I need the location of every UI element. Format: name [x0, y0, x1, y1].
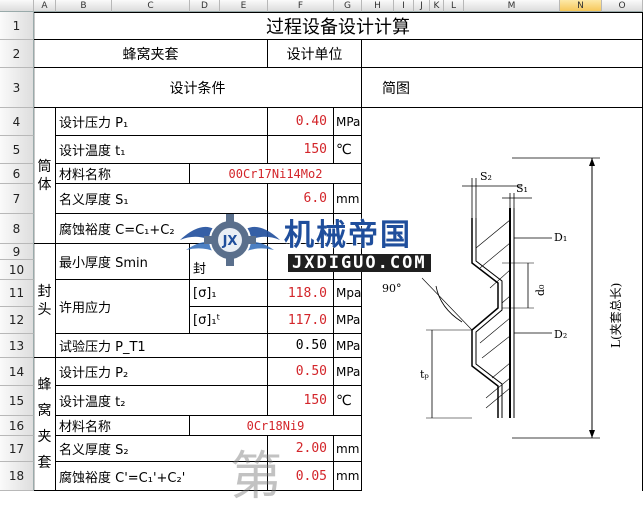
col-header-h[interactable]: H: [362, 0, 394, 12]
s2-unit: mm: [334, 436, 362, 462]
row-header-15[interactable]: 15: [0, 386, 34, 416]
t2-unit: ℃: [334, 386, 362, 416]
sig1-unit: Mpa: [334, 280, 362, 307]
smin-label: 最小厚度 Smin: [56, 244, 190, 280]
s2-label: 名义厚度 S₂: [56, 436, 268, 462]
c2-label: 腐蚀裕度 C'=C₁'+C₂': [56, 462, 268, 491]
design-conditions-header[interactable]: 设计条件: [34, 68, 362, 108]
p1-label: 设计压力 P₁: [56, 108, 268, 136]
sketch-area: S₂ S₁ D₁ D₂ d₀ 90° tₚ L(夹套总长): [362, 108, 643, 491]
col-header-g[interactable]: G: [334, 0, 362, 12]
dim-s2-label: S₂: [480, 170, 492, 183]
s1-unit: mm: [334, 184, 362, 214]
col-header-e[interactable]: E: [220, 0, 268, 12]
group-jacket-label: 蜂窝夹套: [34, 358, 56, 491]
p1-value[interactable]: 0.40: [268, 108, 334, 136]
row-header-16[interactable]: 16: [0, 416, 34, 436]
p2-label: 设计压力 P₂: [56, 358, 268, 386]
p2-value[interactable]: 0.50: [268, 358, 334, 386]
t1-label: 设计温度 t₁: [56, 136, 268, 164]
c2-unit: mm: [334, 462, 362, 491]
sig1t-unit: MPa: [334, 307, 362, 334]
sketch-header[interactable]: 简图: [362, 68, 643, 108]
pt1-unit: MPa: [334, 334, 362, 358]
s1-value[interactable]: 6.0: [268, 184, 334, 214]
dim-d2-label: D₂: [554, 328, 567, 341]
row-header-2[interactable]: 2: [0, 40, 34, 68]
row-header-13[interactable]: 13: [0, 334, 34, 358]
row-header-10[interactable]: 10: [0, 260, 34, 280]
dim-angle-label: 90°: [382, 282, 402, 295]
smin-unit: [334, 244, 362, 280]
dim-s1-label: S₁: [516, 182, 528, 195]
mat2-label: 材料名称: [56, 416, 190, 436]
row-header-6[interactable]: 6: [0, 164, 34, 184]
row-header-11[interactable]: 11: [0, 280, 34, 307]
col-header-l[interactable]: L: [444, 0, 464, 12]
mat2-value[interactable]: 0Cr18Ni9: [190, 416, 362, 436]
sig1-label: [σ]₁: [190, 280, 268, 307]
corner-select-all[interactable]: [0, 0, 34, 12]
row-header-12[interactable]: 12: [0, 307, 34, 334]
row-header-9[interactable]: 9: [0, 244, 34, 260]
dim-d0-label: d₀: [534, 284, 547, 296]
row-header-4[interactable]: 4: [0, 108, 34, 136]
col-header-m[interactable]: M: [464, 0, 560, 12]
t1-value[interactable]: 150: [268, 136, 334, 164]
smin-sub-label: 封: [190, 244, 268, 280]
jacket-cross-section-diagram: S₂ S₁ D₁ D₂ d₀ 90° tₚ L(夹套总长): [382, 157, 623, 439]
sig1t-value[interactable]: 117.0: [268, 307, 334, 334]
row-header-7[interactable]: 7: [0, 184, 34, 214]
s1-label: 名义厚度 S₁: [56, 184, 268, 214]
col-header-o[interactable]: O: [602, 0, 643, 12]
t1-unit: ℃: [334, 136, 362, 164]
col-header-n[interactable]: N: [560, 0, 602, 12]
group-shell-label: 筒体: [34, 108, 56, 244]
col-header-d[interactable]: D: [190, 0, 220, 12]
smin-value[interactable]: [268, 244, 334, 280]
design-unit-value[interactable]: [362, 40, 643, 68]
dim-d1-label: D₁: [554, 231, 567, 244]
col-header-f[interactable]: F: [268, 0, 334, 12]
pt1-value[interactable]: 0.50: [268, 334, 334, 358]
c-unit: [334, 214, 362, 244]
row-header-14[interactable]: 14: [0, 358, 34, 386]
row-header-1[interactable]: 1: [0, 12, 34, 40]
mat1-value[interactable]: 00Cr17Ni14Mo2: [190, 164, 362, 184]
subject-cell[interactable]: 蜂窝夹套: [34, 40, 268, 68]
row-header-3[interactable]: 3: [0, 68, 34, 108]
sig1t-label: [σ]₁ᵗ: [190, 307, 268, 334]
t2-label: 设计温度 t₂: [56, 386, 268, 416]
dim-length-label: L(夹套总长): [609, 283, 623, 348]
sig1-value[interactable]: 118.0: [268, 280, 334, 307]
design-unit-label[interactable]: 设计单位: [268, 40, 362, 68]
p1-unit: MPa: [334, 108, 362, 136]
col-header-k[interactable]: K: [430, 0, 444, 12]
group-head-label: 封头: [34, 244, 56, 358]
c-value[interactable]: [268, 214, 334, 244]
col-header-j[interactable]: J: [414, 0, 430, 12]
c2-value[interactable]: 0.05: [268, 462, 334, 491]
stress-label: 许用应力: [56, 280, 190, 334]
t2-value[interactable]: 150: [268, 386, 334, 416]
pt1-label: 试验压力 P_T1: [56, 334, 268, 358]
dim-tp-label: tₚ: [420, 368, 429, 381]
row-header-5[interactable]: 5: [0, 136, 34, 164]
title-cell[interactable]: 过程设备设计计算: [34, 12, 643, 40]
col-header-a[interactable]: A: [34, 0, 56, 12]
c-label: 腐蚀裕度 C=C₁+C₂: [56, 214, 268, 244]
s2-value[interactable]: 2.00: [268, 436, 334, 462]
col-header-b[interactable]: B: [56, 0, 112, 12]
row-header-17[interactable]: 17: [0, 436, 34, 462]
row-header-8[interactable]: 8: [0, 214, 34, 244]
p2-unit: MPa: [334, 358, 362, 386]
col-header-c[interactable]: C: [112, 0, 190, 12]
col-header-i[interactable]: I: [394, 0, 414, 12]
mat1-label: 材料名称: [56, 164, 190, 184]
row-header-18[interactable]: 18: [0, 462, 34, 491]
